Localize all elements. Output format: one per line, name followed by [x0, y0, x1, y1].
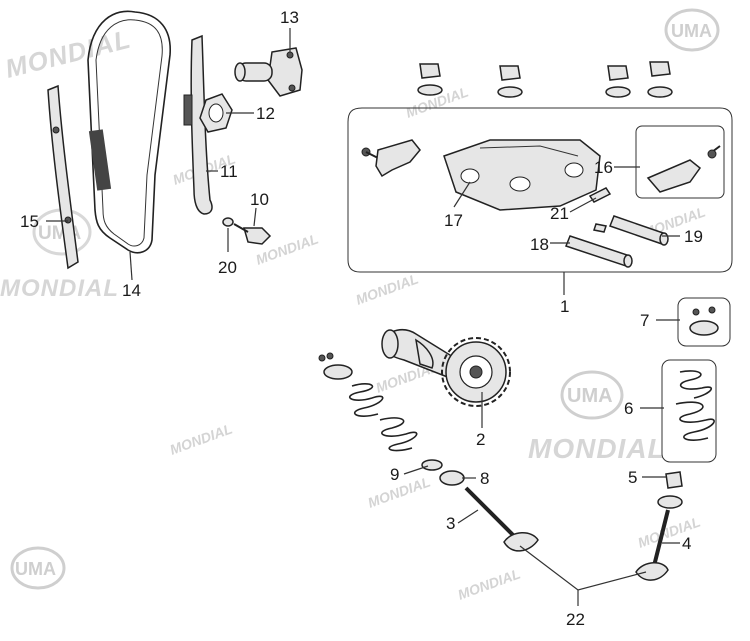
- part-label-16: 16: [594, 158, 613, 177]
- rocker-arm-16: [646, 145, 721, 193]
- part-label-22: 22: [566, 610, 585, 629]
- part-7-box: [677, 297, 731, 347]
- part-label-3: 3: [446, 514, 455, 533]
- uma-logo: UMA: [10, 546, 66, 590]
- part-label-21: 21: [550, 204, 569, 223]
- timing-chain: [87, 10, 171, 254]
- part-label-10: 10: [250, 190, 269, 209]
- part-6-box: [661, 359, 717, 463]
- part-label-18: 18: [530, 235, 549, 254]
- logo-text: UMA: [671, 21, 712, 41]
- watermark-text: MONDIAL: [2, 24, 134, 84]
- part-label-19: 19: [684, 227, 703, 246]
- nuts-washers: [417, 61, 673, 98]
- logo-text: UMA: [567, 385, 613, 407]
- watermark-text: MONDIAL: [168, 420, 235, 457]
- watermark-text: MONDIAL: [528, 433, 666, 464]
- bolt-washer: [222, 217, 272, 245]
- part-label-13: 13: [280, 8, 299, 27]
- part-label-5: 5: [628, 468, 637, 487]
- camshaft: [381, 328, 511, 407]
- part-label-2: 2: [476, 430, 485, 449]
- logo-text: UMA: [15, 559, 56, 579]
- chain-tensioner: [234, 47, 303, 97]
- part-label-17: 17: [444, 211, 463, 230]
- part-label-11: 11: [220, 162, 238, 181]
- part-label-9: 9: [390, 465, 399, 484]
- chain-guide: [47, 84, 79, 270]
- part-label-8: 8: [480, 469, 489, 488]
- watermarks: MONDIAL MONDIAL MONDIAL MONDIAL MONDIAL …: [0, 24, 707, 603]
- valve-intake: [464, 486, 539, 552]
- valve-cotter: [318, 352, 353, 380]
- part-label-12: 12: [256, 104, 275, 123]
- watermark-text: MONDIAL: [636, 513, 703, 550]
- part-labels: 13 12 11 10 20 14 15 16 17 21 18 19 1 7 …: [20, 8, 703, 629]
- watermark-text: MONDIAL: [0, 275, 119, 302]
- part-label-7: 7: [640, 311, 649, 330]
- part-label-4: 4: [682, 534, 691, 553]
- rocker-shaft-18: [565, 235, 633, 268]
- valve-spring-left: [348, 383, 418, 452]
- uma-logo: UMA: [664, 8, 720, 52]
- rocker-assembly-box: [347, 107, 733, 273]
- leader-lines: [46, 28, 680, 606]
- part-label-14: 14: [122, 281, 141, 300]
- tensioner-gasket: [199, 93, 233, 133]
- valve-seal-5: [665, 471, 683, 489]
- watermark-text: MONDIAL: [354, 270, 421, 307]
- rocker-holder: [443, 139, 601, 211]
- rocker-arm: [361, 139, 421, 178]
- watermark-text: MONDIAL: [456, 565, 523, 602]
- uma-logo: UMA: [560, 370, 624, 420]
- valve-exhaust: [635, 495, 683, 581]
- part-label-20: 20: [218, 258, 237, 277]
- part-label-1: 1: [560, 297, 569, 316]
- part-label-6: 6: [624, 399, 633, 418]
- part-label-15: 15: [20, 212, 39, 231]
